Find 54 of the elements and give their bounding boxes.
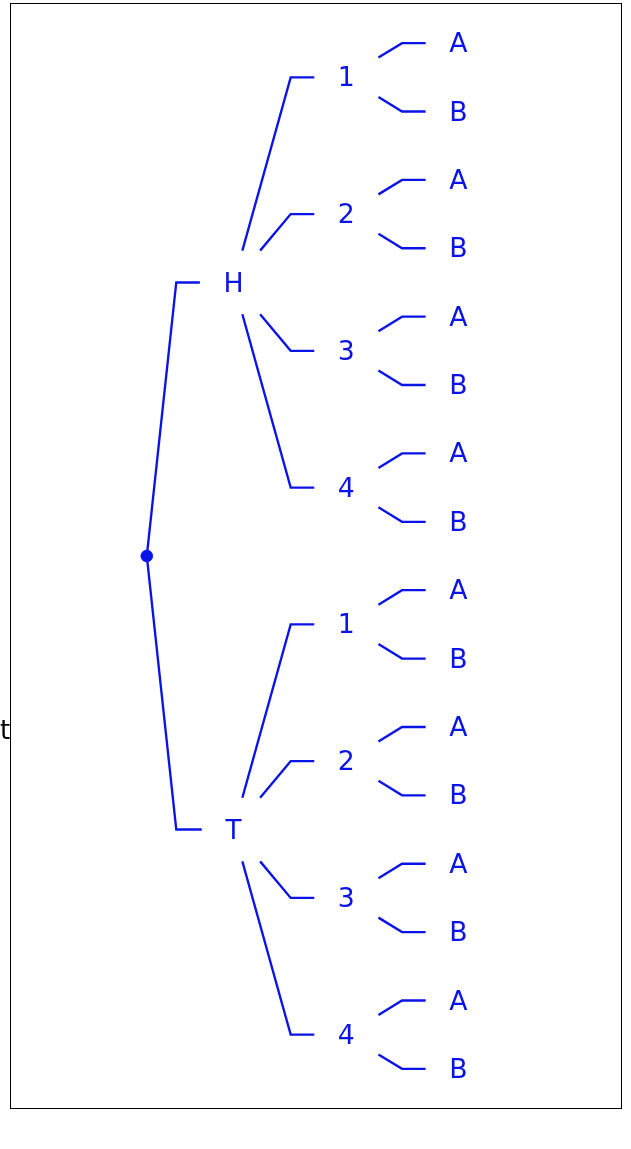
- connector: [241, 861, 315, 1036]
- node-text: 4: [337, 471, 355, 503]
- connector: [377, 506, 426, 523]
- node-text: A: [449, 574, 468, 606]
- connector: [377, 369, 426, 387]
- node-text: B: [449, 95, 468, 127]
- node-text: B: [449, 779, 468, 811]
- connector: [259, 313, 315, 353]
- node-text: A: [449, 710, 468, 743]
- node-text: B: [449, 505, 468, 538]
- stray-text: t: [0, 715, 11, 745]
- node-text: T: [225, 813, 242, 845]
- connector: [377, 315, 426, 333]
- connector: [259, 759, 315, 799]
- node-text: 3: [337, 881, 355, 914]
- connector: [377, 779, 426, 797]
- connector: [377, 916, 426, 934]
- connector: [377, 589, 426, 606]
- node-text: A: [449, 847, 468, 880]
- node-text: B: [449, 232, 468, 264]
- connector: [259, 860, 315, 900]
- node-text: A: [449, 437, 468, 469]
- connector: [241, 76, 315, 251]
- node-text: A: [449, 163, 468, 196]
- connector: [377, 41, 426, 59]
- node-text: 3: [337, 334, 355, 367]
- node-text: B: [449, 642, 468, 674]
- connector: [377, 862, 426, 880]
- connector: [377, 178, 426, 196]
- connector: [377, 1053, 426, 1071]
- node-text: 4: [337, 1018, 355, 1051]
- connector: [259, 212, 315, 252]
- connector: [377, 452, 426, 469]
- connector: [146, 281, 200, 551]
- node-text: A: [449, 27, 468, 59]
- node-text: A: [449, 300, 468, 332]
- connector: [377, 725, 426, 743]
- connector: [377, 96, 426, 113]
- connector: [241, 623, 315, 798]
- node-text: B: [449, 916, 468, 948]
- node-text: 2: [337, 197, 355, 230]
- node-text: B: [449, 368, 468, 401]
- connector: [146, 561, 202, 831]
- connector: [377, 999, 426, 1016]
- connector: [377, 232, 426, 250]
- connector: [377, 643, 426, 660]
- node-text: 1: [337, 608, 355, 640]
- connector: [241, 314, 315, 489]
- node-text: 2: [337, 745, 355, 777]
- node-circle: [140, 549, 154, 563]
- node-text: B: [449, 1052, 468, 1085]
- node-text: H: [223, 266, 244, 298]
- node-text: 1: [337, 61, 355, 93]
- node-text: A: [449, 984, 468, 1016]
